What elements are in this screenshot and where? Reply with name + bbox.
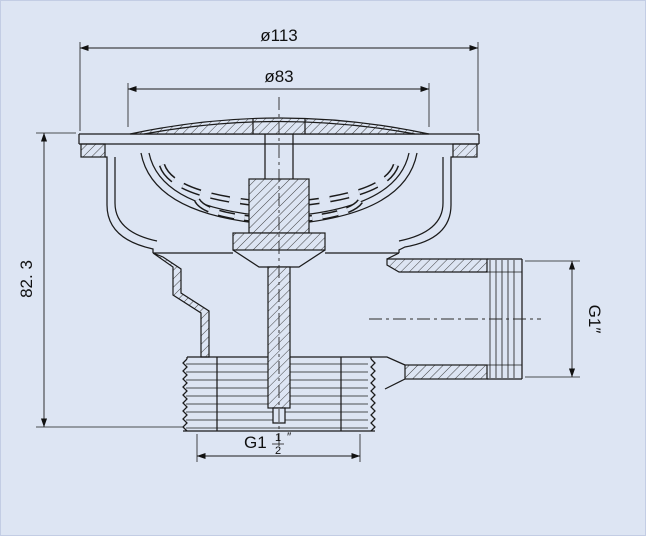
flange-lip-right xyxy=(452,143,478,158)
dim-label-bottom-thread-numerator: 1 xyxy=(275,432,281,444)
dim-height: 82. 3 xyxy=(17,132,183,428)
housing-body xyxy=(105,156,453,390)
dim-label-height: 82. 3 xyxy=(17,260,36,298)
dome-lens xyxy=(129,117,430,135)
dim-outlet-thread: G1″ xyxy=(525,260,604,378)
dim-label-outer-diameter: ø113 xyxy=(260,26,298,45)
dim-inner-diameter: ø83 xyxy=(127,67,430,127)
dim-label-bottom-thread-prefix: G1 xyxy=(244,433,267,452)
dim-label-inner-diameter: ø83 xyxy=(264,67,293,86)
centerlines xyxy=(278,97,541,449)
thread-edge-left xyxy=(182,358,188,432)
thread-edge-right xyxy=(370,358,376,432)
dim-label-outlet-thread: G1″ xyxy=(585,305,604,334)
dim-label-bottom-thread-inch: ″ xyxy=(287,430,292,444)
outlet-wall-top xyxy=(386,258,488,273)
flange-lip-left xyxy=(80,143,106,158)
outlet-wall-bottom xyxy=(404,364,488,380)
dome-cover xyxy=(129,117,430,135)
dim-outer-diameter: ø113 xyxy=(79,26,479,131)
dim-bottom-thread: G1 1 2 ″ xyxy=(196,430,361,462)
dim-label-bottom-thread-denominator: 2 xyxy=(275,445,281,457)
funnel-wall-left xyxy=(152,252,210,358)
